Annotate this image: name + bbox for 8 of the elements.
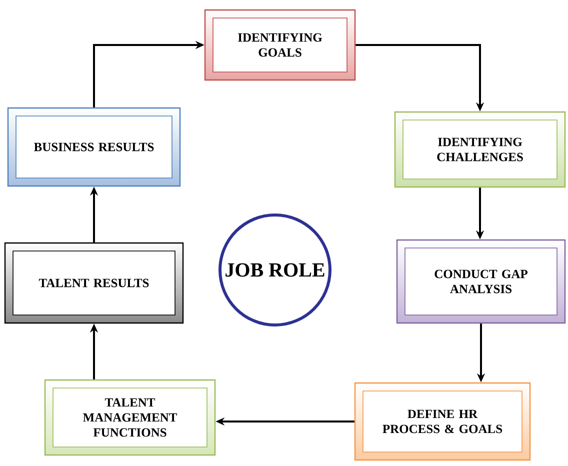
process-box: TALENT MANAGEMENT FUNCTIONS xyxy=(44,379,216,456)
process-box: TALENT RESULTS xyxy=(4,242,184,324)
process-box: BUSINESS RESULTS xyxy=(7,107,181,187)
process-box: CONDUCT GAP ANALYSIS xyxy=(396,239,566,324)
process-box: IDENTIFYING CHALLENGES xyxy=(394,111,566,188)
process-box: IDENTIFYING GOALS xyxy=(204,9,356,81)
circle-label: JOB ROLE xyxy=(218,214,332,326)
process-box: DEFINE HR PROCESS & GOALS xyxy=(354,382,531,461)
